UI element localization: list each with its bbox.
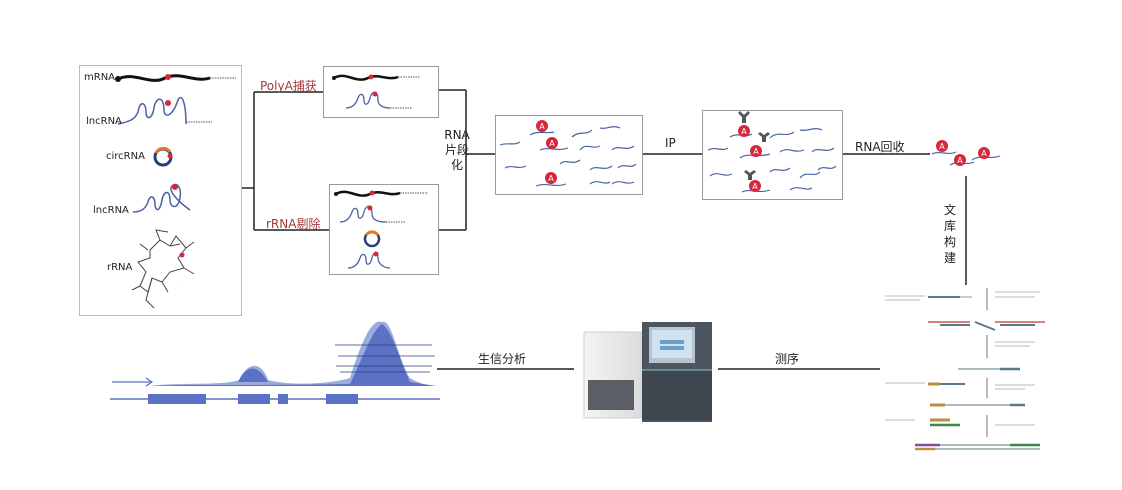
svg-text:A: A: [539, 122, 545, 131]
library-construction-text: 文库构建: [943, 203, 956, 265]
marker-a-2: A: [546, 137, 558, 149]
bioinformatics-label: 生信分析: [478, 352, 527, 366]
rna-label-mrna: mRNA: [84, 72, 116, 83]
rna-label-lncrna-1: lncRNA: [86, 116, 122, 127]
immunoprecipitation-box: [702, 110, 843, 200]
svg-text:A: A: [741, 127, 747, 136]
rna-label-rrna: rRNA: [107, 262, 133, 273]
svg-text:A: A: [549, 139, 555, 148]
svg-text:A: A: [981, 149, 987, 158]
marker-a-6: A: [749, 180, 761, 192]
fragmentation-text: RNA片段化: [444, 128, 470, 172]
svg-text:A: A: [939, 142, 945, 151]
svg-text:· · · · ·: · · · · ·: [172, 234, 181, 238]
sequencing-label: 测序: [775, 352, 800, 366]
rna-types-panel: [79, 65, 242, 316]
marker-a-5: A: [750, 145, 762, 157]
rrna-depletion-label: rRNA剔除: [266, 217, 321, 231]
rna-recovery-label: RNA回收: [855, 140, 905, 154]
svg-text:A: A: [548, 174, 554, 183]
marker-a-3: A: [545, 172, 557, 184]
library-construction-label: 文库构建: [943, 202, 957, 266]
svg-text:· · · · ·: · · · · ·: [174, 283, 183, 287]
marker-a-7: A: [936, 140, 948, 152]
fragmentation-label: RNA片段化: [440, 128, 474, 173]
rrna-depletion-result-box: [329, 184, 439, 275]
ip-step-label: IP: [665, 136, 676, 150]
marker-a-1: A: [536, 120, 548, 132]
rna-label-lncrna-2: lncRNA: [93, 205, 129, 216]
marker-a-8: A: [954, 154, 966, 166]
rna-label-circrna: circRNA: [106, 151, 145, 162]
svg-text:A: A: [753, 147, 759, 156]
marker-a-9: A: [978, 147, 990, 159]
svg-text:A: A: [752, 182, 758, 191]
library-prep-schematic: [880, 285, 1052, 455]
svg-text:· · · · · ·: · · · · · ·: [150, 234, 161, 238]
svg-text:· · ·: · · ·: [150, 306, 155, 310]
polya-capture-label: PolyA捕获: [260, 79, 317, 93]
svg-text:A: A: [957, 156, 963, 165]
marker-a-4: A: [738, 125, 750, 137]
